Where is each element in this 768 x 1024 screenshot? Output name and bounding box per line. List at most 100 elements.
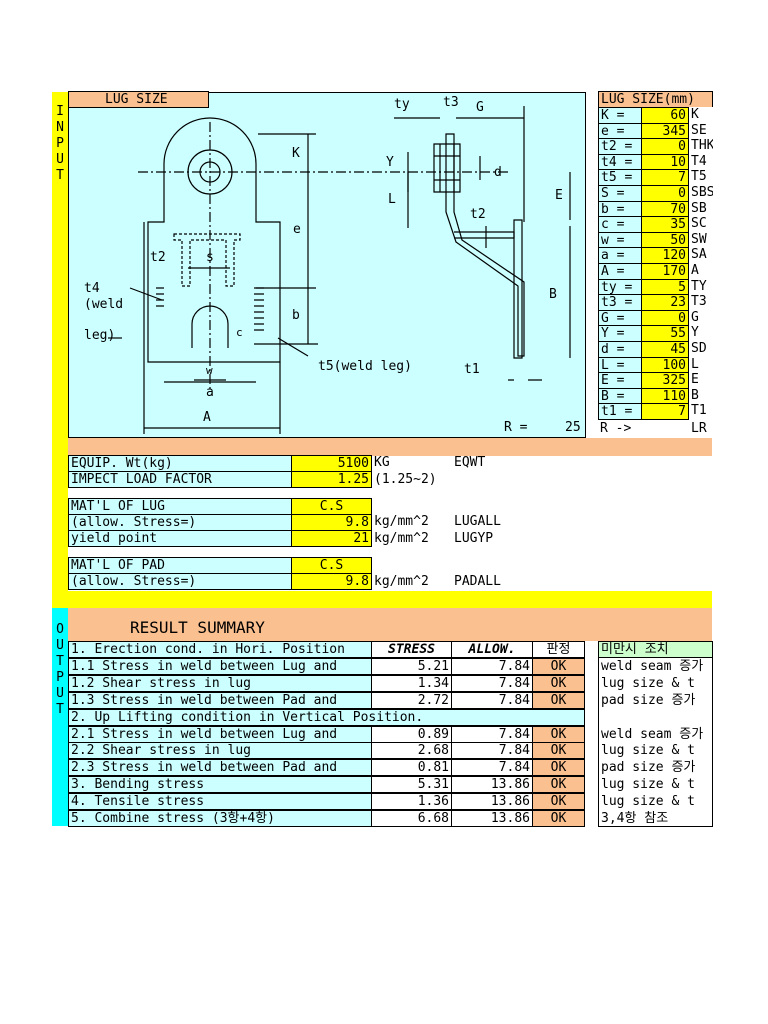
param-code: K — [689, 107, 713, 124]
param-key: S = — [598, 185, 642, 202]
pad-allow-label: (allow. Stress=) — [68, 573, 292, 590]
result-action-note: pad size 증가 — [601, 692, 696, 708]
param-value[interactable]: 0 — [641, 138, 689, 156]
param-value[interactable]: 55 — [641, 325, 689, 343]
param-key: d = — [598, 341, 642, 358]
label-s: s — [206, 250, 214, 265]
lug-size-mm-title: LUG SIZE(mm) — [598, 91, 713, 108]
yield-point-input[interactable]: 21 — [291, 530, 372, 547]
param-key: A = — [598, 263, 642, 280]
param-code: A — [689, 263, 713, 280]
pad-allow-input[interactable]: 9.8 — [291, 573, 372, 590]
label-w: w — [206, 364, 213, 377]
result-stress: 6.68 — [371, 810, 452, 827]
param-value[interactable]: 10 — [641, 153, 689, 171]
result-judge: OK — [532, 691, 585, 709]
result-action-note: 3,4항 참조 — [601, 811, 669, 826]
param-code: B — [689, 387, 713, 405]
param-value[interactable]: 0 — [641, 309, 689, 327]
result-judge: OK — [532, 793, 585, 811]
param-value[interactable]: 60 — [641, 107, 689, 124]
impact-factor-input[interactable]: 1.25 — [291, 471, 372, 488]
param-value[interactable]: 120 — [641, 247, 689, 265]
label-t4: t4 — [84, 281, 100, 296]
param-code: SC — [689, 216, 713, 234]
param-code: SE — [689, 122, 713, 140]
result-label: 2.1 Stress in weld between Lug and — [68, 725, 372, 743]
result-allow: 13.86 — [451, 776, 533, 794]
param-key: a = — [598, 247, 642, 265]
result-label: 1.3 Stress in weld between Pad and — [68, 691, 372, 709]
result-action-note: weld seam 증가 — [601, 726, 704, 742]
lug-allow-label: (allow. Stress=) — [68, 514, 292, 531]
param-value[interactable]: 7 — [641, 169, 689, 187]
param-code: SB — [689, 200, 713, 218]
lug-material-input[interactable]: C.S — [291, 498, 372, 515]
param-value[interactable]: 5 — [641, 278, 689, 296]
param-value[interactable]: 23 — [641, 294, 689, 312]
param-value[interactable]: 325 — [641, 372, 689, 390]
result-label: 1. Erection cond. in Hori. Position — [68, 641, 372, 658]
pad-allow-unit: kg/mm^2 — [374, 574, 429, 589]
label-c: c — [236, 326, 243, 339]
result-stress: 0.81 — [371, 759, 452, 777]
param-key: ty = — [598, 278, 642, 296]
param-value[interactable]: 100 — [641, 356, 689, 374]
param-key: G = — [598, 309, 642, 327]
param-value[interactable]: 7 — [641, 403, 689, 421]
result-label: 4. Tensile stress — [68, 793, 372, 811]
param-value[interactable]: 45 — [641, 341, 689, 358]
label-Y: Y — [386, 155, 394, 170]
lug-outline — [147, 117, 281, 363]
result-stress: 0.89 — [371, 725, 452, 743]
header-allow: ALLOW. — [451, 641, 533, 658]
param-code: E — [689, 372, 713, 390]
param-value[interactable]: 110 — [641, 387, 689, 405]
lug-allow-input[interactable]: 9.8 — [291, 514, 372, 531]
param-code: L — [689, 356, 713, 374]
param-value[interactable]: 170 — [641, 263, 689, 280]
param-code: SA — [689, 247, 713, 265]
result-title-bar — [68, 608, 712, 641]
result-allow: 7.84 — [451, 759, 533, 777]
result-summary-title: RESULT SUMMARY — [130, 618, 265, 637]
input-side-bar — [52, 92, 68, 608]
param-value[interactable]: 345 — [641, 122, 689, 140]
result-allow: 7.84 — [451, 725, 533, 743]
result-label: 1.2 Shear stress in lug — [68, 674, 372, 692]
param-value[interactable]: 35 — [641, 216, 689, 234]
result-judge: OK — [532, 776, 585, 794]
result-stress: 5.21 — [371, 657, 452, 675]
result-allow: 7.84 — [451, 742, 533, 760]
param-value[interactable]: 70 — [641, 200, 689, 218]
param-key: t2 = — [598, 138, 642, 156]
label-weld: (weld — [84, 297, 124, 312]
yield-point-unit: kg/mm^2 — [374, 531, 429, 546]
label-t2-side: t2 — [470, 207, 486, 222]
result-label: 2. Up Lifting condition in Vertical Posi… — [68, 708, 585, 726]
lug-diagram — [108, 106, 571, 434]
r-arrow-code: LR — [691, 421, 707, 436]
param-code: Y — [689, 325, 713, 343]
param-key: c = — [598, 216, 642, 234]
result-label: 1.1 Stress in weld between Lug and — [68, 657, 372, 675]
result-stress: 2.72 — [371, 691, 452, 709]
result-label: 2.3 Stress in weld between Pad and — [68, 759, 372, 777]
param-code: T3 — [689, 294, 713, 312]
header-judge: 판정 — [532, 641, 585, 658]
label-d: d — [494, 165, 502, 180]
label-a: a — [206, 385, 214, 400]
param-key: b = — [598, 200, 642, 218]
equip-weight-input[interactable]: 5100 — [291, 455, 372, 472]
pad-material-input[interactable]: C.S — [291, 557, 372, 574]
param-value[interactable]: 0 — [641, 185, 689, 202]
lug-material-label: MAT'L OF LUG — [68, 498, 292, 515]
param-key: t3 = — [598, 294, 642, 312]
result-judge: OK — [532, 810, 585, 827]
pad-material-label: MAT'L OF PAD — [68, 557, 292, 574]
result-action-note: lug size & t — [601, 675, 695, 691]
param-value[interactable]: 50 — [641, 231, 689, 249]
equip-weight-unit: KG — [374, 455, 390, 470]
equip-weight-label: EQUIP. Wt(kg) — [68, 455, 292, 472]
